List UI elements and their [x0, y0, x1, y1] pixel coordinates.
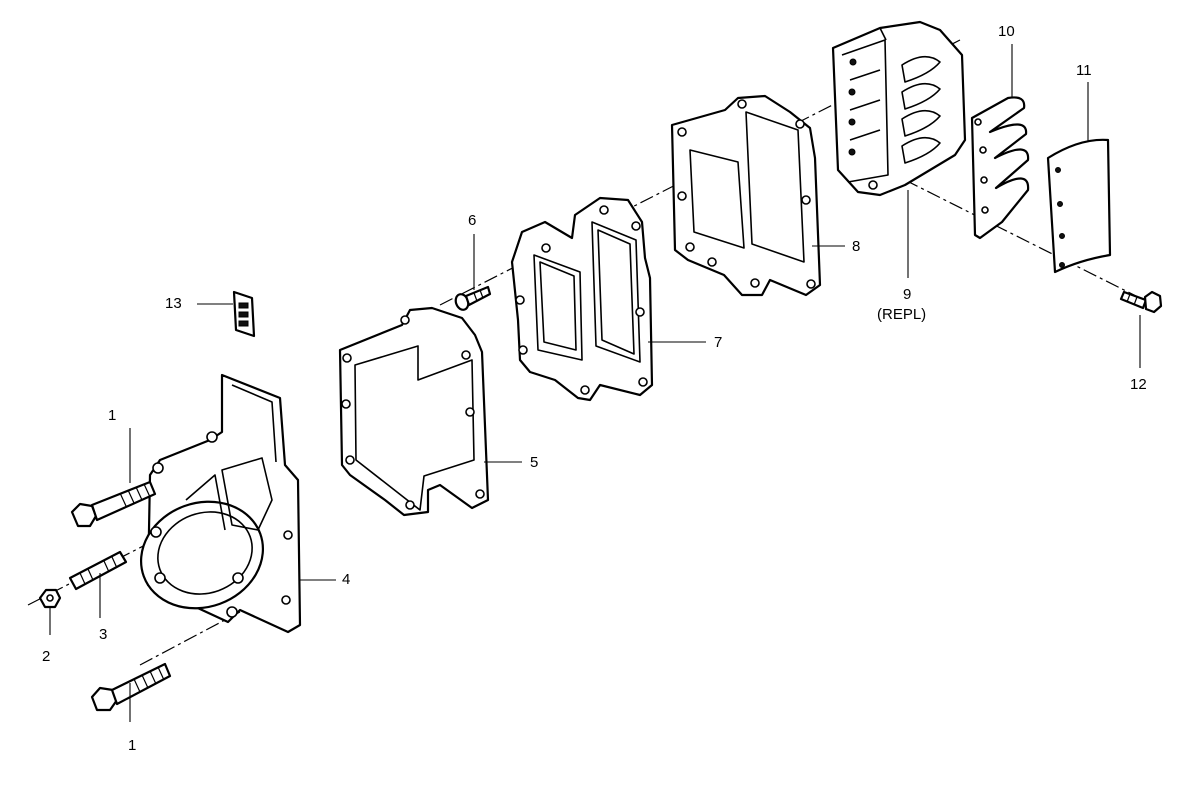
part-5-gasket: [338, 306, 490, 517]
callout-1-top: 1: [108, 407, 117, 424]
part-4-adapter-housing: [139, 373, 302, 634]
part-2-nut: [38, 588, 62, 609]
callout-5: 5: [530, 454, 539, 471]
part-9-reed-block: [831, 20, 967, 197]
part-10-reed-petal: [970, 96, 1030, 240]
callout-10: 10: [998, 23, 1015, 40]
callout-4: 4: [342, 571, 351, 588]
part-6-screw: [454, 285, 492, 311]
callout-7: 7: [714, 334, 723, 351]
callout-9-repl-note: (REPL): [877, 306, 927, 323]
callout-11: 11: [1076, 62, 1092, 79]
part-8-gasket: [670, 94, 822, 297]
callout-2: 2: [42, 648, 51, 665]
callout-1-bottom: 1: [128, 737, 137, 754]
callout-3: 3: [99, 626, 108, 643]
callout-13: 13: [165, 295, 182, 312]
part-1-bolt-bottom: [90, 662, 172, 712]
part-13-decal: [232, 290, 256, 338]
part-11-reed-stop: [1046, 138, 1112, 274]
callout-8: 8: [852, 238, 861, 255]
part-1-bolt-top: [70, 480, 157, 528]
part-3-stud: [68, 550, 128, 591]
part-12-screw: [1119, 290, 1163, 314]
part-7-reed-plate: [510, 196, 654, 402]
callout-6: 6: [468, 212, 477, 229]
leader-lines: [49, 44, 1141, 722]
callout-9: 9: [903, 286, 912, 303]
callout-12: 12: [1130, 376, 1147, 393]
